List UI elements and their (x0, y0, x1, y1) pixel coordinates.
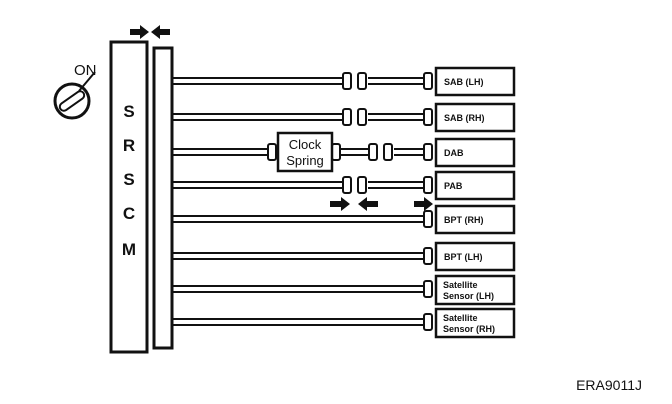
component-satellite-lh (434, 274, 516, 306)
srscm-connector (152, 46, 174, 350)
component-label: Satellite (443, 313, 478, 323)
srscm-module (109, 40, 149, 354)
component-pab (434, 170, 516, 201)
component-label: SAB (LH) (444, 77, 484, 87)
arrow-right-icon (130, 25, 149, 39)
component-label: BPT (LH) (444, 252, 483, 262)
component-label: Sensor (RH) (443, 324, 495, 334)
component-dab (434, 137, 516, 168)
component-bpt-rh (434, 204, 516, 235)
component-label: Sensor (LH) (443, 291, 494, 301)
figure-id: ERA9011J (576, 377, 642, 393)
component-label: Satellite (443, 280, 478, 290)
arrow-left-icon (151, 25, 170, 39)
clock-spring-label-line2: Spring (286, 153, 324, 168)
component-labels: SAB (LH) SAB (RH) DAB PAB BPT (RH) BPT (… (443, 77, 495, 334)
srscm-letters: S R S C M (122, 102, 136, 259)
arrow-left-icon (358, 197, 378, 211)
clock-spring: Clock Spring (276, 131, 334, 173)
srscm-letter: S (123, 170, 134, 189)
component-satellite-rh (434, 307, 516, 339)
arrow-right-icon (414, 197, 433, 211)
component-label: DAB (444, 148, 464, 158)
connector-arrows-top (130, 25, 170, 39)
ignition-on-label: ON (74, 62, 97, 79)
wire-harness (172, 77, 424, 326)
srscm-letter: C (123, 204, 135, 223)
clock-spring-label-line1: Clock (289, 137, 322, 152)
srscm-letter: M (122, 240, 136, 259)
component-sab-lh (434, 66, 516, 97)
component-label: PAB (444, 181, 463, 191)
disconnect-arrows (330, 197, 433, 211)
component-boxes (434, 66, 516, 339)
component-label: SAB (RH) (444, 113, 485, 123)
inline-connectors (267, 72, 393, 194)
component-label: BPT (RH) (444, 215, 484, 225)
ignition-switch: ON (53, 62, 97, 120)
component-sab-rh (434, 102, 516, 133)
srscm-letter: S (123, 102, 134, 121)
srscm-letter: R (123, 136, 135, 155)
component-connectors (423, 72, 433, 331)
arrow-right-icon (330, 197, 350, 211)
component-bpt-lh (434, 241, 516, 272)
